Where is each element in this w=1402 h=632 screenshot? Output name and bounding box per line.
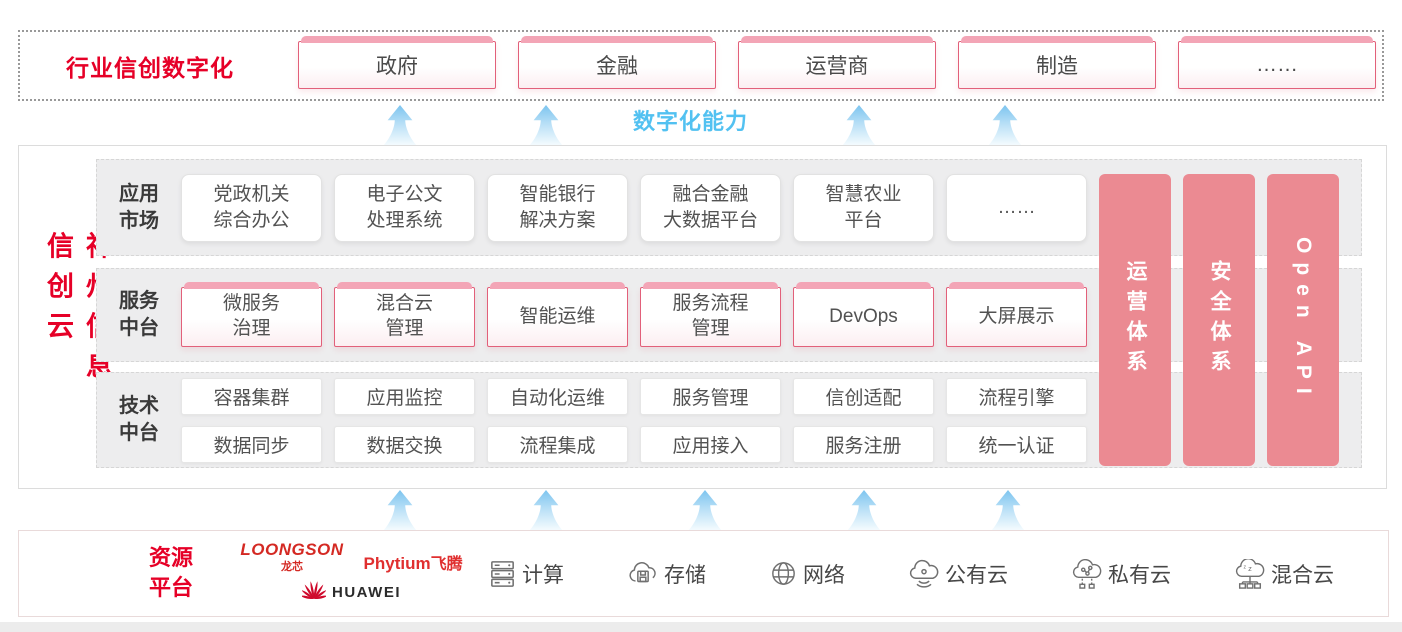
industry-box-label: 制造 <box>1036 55 1078 78</box>
industry-box: 制造 <box>958 36 1156 89</box>
tech-platform-boxes: 容器集群应用监控自动化运维服务管理信创适配流程引擎数据同步数据交换流程集成应用接… <box>181 377 1087 463</box>
resource-item-label: 计算 <box>522 563 564 587</box>
public-cloud-icon <box>907 559 941 589</box>
industry-box: 政府 <box>298 36 496 89</box>
tech-box: 统一认证 <box>946 425 1087 463</box>
app-box: 电子公文 处理系统 <box>334 173 475 242</box>
row-label-service-platform: 服务 中台 <box>119 290 159 339</box>
network-icon <box>768 558 799 589</box>
capability-title: 数字化能力 <box>633 109 749 134</box>
up-arrow-icon <box>988 105 1022 145</box>
private-cloud-icon <box>1070 558 1104 589</box>
phytium-wordmark: Phytium <box>363 554 431 573</box>
tech-box: 应用监控 <box>334 377 475 415</box>
tech-box: 流程引擎 <box>946 377 1087 415</box>
up-arrow-icon <box>383 490 417 530</box>
resource-item-label: 私有云 <box>1108 563 1171 587</box>
industry-panel: 行业信创数字化 政府 金融 运营商 制造 …… <box>18 30 1384 101</box>
industry-box-label: 政府 <box>376 55 418 78</box>
loongson-wordmark: LOONGSON <box>240 540 344 559</box>
service-box: 微服务 治理 <box>181 282 322 347</box>
phytium-chinese: 飞腾 <box>430 556 463 573</box>
industry-title: 行业信创数字化 <box>66 54 234 81</box>
row-label-tech-platform: 技术 中台 <box>119 395 159 444</box>
service-box: DevOps <box>793 282 934 347</box>
resource-item-label: 混合云 <box>1271 563 1334 587</box>
app-box: 融合金融 大数据平台 <box>640 173 781 242</box>
phytium-logo: Phytium 飞腾 <box>364 550 463 574</box>
vendor-logos: LOONGSON 龙芯 Phytium 飞腾 <box>214 540 489 605</box>
service-box: 服务流程 管理 <box>640 282 781 347</box>
up-arrow-icon <box>991 490 1025 530</box>
up-arrow-icon <box>383 105 417 145</box>
resource-item-label: 存储 <box>664 563 706 587</box>
row-label-app-market: 应用 市场 <box>119 182 159 232</box>
resource-panel: 资源 平台 LOONGSON 龙芯 Phytium 飞腾 <box>18 530 1389 617</box>
app-box: 党政机关 综合办公 <box>181 173 322 242</box>
up-arrow-icon <box>688 490 722 530</box>
app-box: 智慧农业 平台 <box>793 173 934 242</box>
resource-item: 私有云 <box>1070 558 1171 589</box>
app-market-boxes: 党政机关 综合办公电子公文 处理系统智能银行 解决方案融合金融 大数据平台智慧农… <box>181 173 1087 242</box>
compute-icon <box>487 558 518 589</box>
industry-box-label: 运营商 <box>805 55 869 78</box>
svg-text:z: z <box>1248 564 1252 573</box>
up-arrow-icon <box>529 105 563 145</box>
resource-title: 资源 平台 <box>149 544 194 601</box>
huawei-wordmark: HUAWEI <box>332 583 401 601</box>
tech-box: 容器集群 <box>181 377 322 415</box>
industry-box: 金融 <box>518 36 716 89</box>
footer-strip <box>0 622 1402 632</box>
tech-box: 数据同步 <box>181 425 322 463</box>
up-arrow-icon <box>529 490 563 530</box>
loongson-logo: LOONGSON 龙芯 <box>240 540 343 574</box>
pillar-operations: 运营体系 <box>1099 174 1171 466</box>
service-box: 智能运维 <box>487 282 628 347</box>
tech-box: 服务注册 <box>793 425 934 463</box>
svg-text:z: z <box>1243 564 1246 570</box>
resource-item-label: 公有云 <box>945 563 1008 587</box>
up-arrow-icon <box>847 490 881 530</box>
tech-sub-row: 容器集群应用监控自动化运维服务管理信创适配流程引擎 <box>181 377 1087 415</box>
pillar-open-api: Open API <box>1267 174 1339 466</box>
tech-box: 流程集成 <box>487 425 628 463</box>
storage-icon <box>626 559 660 589</box>
resource-item: 公有云 <box>907 559 1008 589</box>
service-box: 大屏展示 <box>946 282 1087 347</box>
industry-box-label: 金融 <box>596 55 638 78</box>
tech-box: 数据交换 <box>334 425 475 463</box>
industry-box: …… <box>1178 36 1376 89</box>
huawei-logo: HUAWEI <box>300 579 401 605</box>
tech-sub-row: 数据同步数据交换流程集成应用接入服务注册统一认证 <box>181 425 1087 463</box>
resource-item: 网络 <box>768 558 845 589</box>
resource-item: 存储 <box>626 559 706 589</box>
app-box: 智能银行 解决方案 <box>487 173 628 242</box>
tech-box: 信创适配 <box>793 377 934 415</box>
tech-box: 自动化运维 <box>487 377 628 415</box>
up-arrow-icon <box>842 105 876 145</box>
industry-box-label: …… <box>1256 53 1298 76</box>
tech-box: 应用接入 <box>640 425 781 463</box>
app-box: …… <box>946 173 1087 242</box>
industry-box: 运营商 <box>738 36 936 89</box>
loongson-chinese: 龙芯 <box>280 561 303 573</box>
resource-item: 计算 <box>487 558 564 589</box>
industry-items: 政府 金融 运营商 制造 …… <box>298 36 1376 89</box>
huawei-flower-icon <box>300 579 328 605</box>
service-box: 混合云 管理 <box>334 282 475 347</box>
pillar-security: 安全体系 <box>1183 174 1255 466</box>
tech-box: 服务管理 <box>640 377 781 415</box>
resource-item-label: 网络 <box>803 563 845 587</box>
